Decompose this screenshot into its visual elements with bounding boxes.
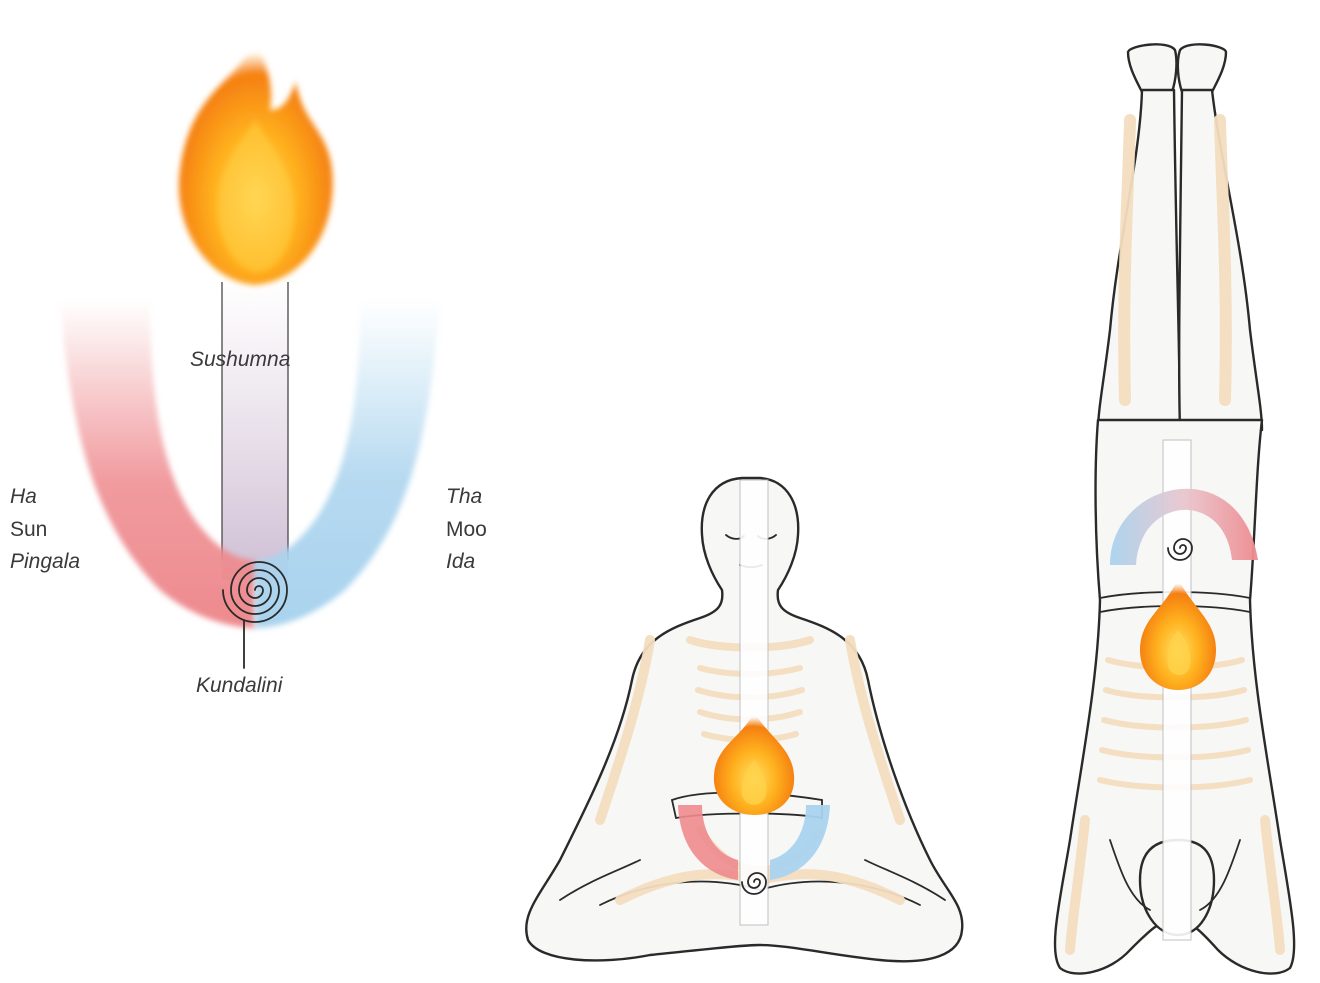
ida-label: Ida <box>446 550 475 573</box>
tha-label: Tha <box>446 485 482 508</box>
sun-label: Sun <box>10 518 47 541</box>
kundalini-label: Kundalini <box>196 674 284 697</box>
sushumna-channel <box>222 280 288 580</box>
seated-lotus-figure <box>526 478 962 961</box>
sushumna-label: Sushumna <box>190 348 290 371</box>
headstand-figure <box>1055 44 1294 973</box>
moon-label: Moo <box>446 518 487 541</box>
pingala-label: Pingala <box>10 550 80 573</box>
flame-icon <box>179 40 333 285</box>
channel-diagram: Sushumna Kundalini Ha Sun Pingala Tha Mo… <box>10 40 528 697</box>
ha-label: Ha <box>10 485 37 508</box>
